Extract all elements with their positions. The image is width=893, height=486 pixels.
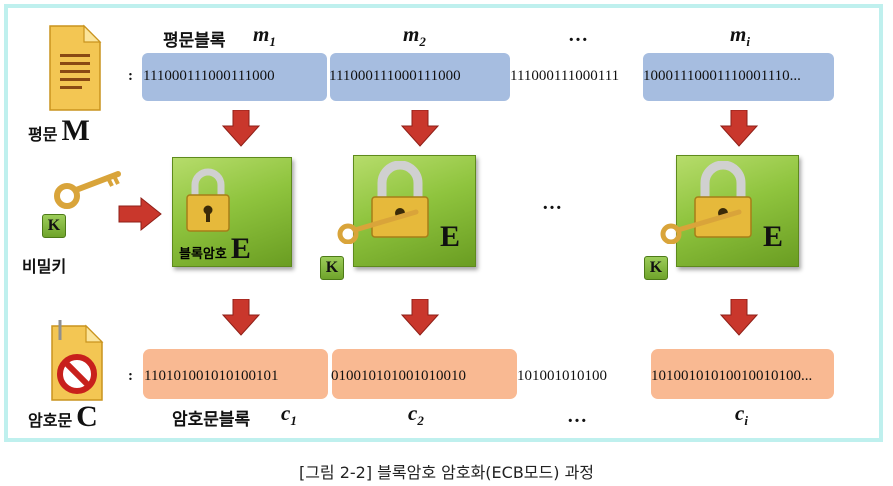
ciphertext-colon: : [128, 368, 133, 384]
plaintext-colon: : [128, 68, 133, 84]
m2-label: m2 [403, 22, 426, 50]
plaintext-block-label: 평문블록 [163, 31, 226, 51]
ciphertext-bits-1: 110101001010100101 [144, 368, 279, 384]
boxes-ellipsis: … [542, 192, 562, 214]
plaintext-header-ellipsis: … [568, 24, 588, 46]
plaintext-label: 평문 [28, 125, 58, 144]
key-in-lock-icon-2 [337, 209, 419, 244]
plaintext-letter: M [61, 114, 90, 147]
ciphertext-label-group: 암호문 C [28, 400, 98, 434]
plaintext-bits-2: 111000111000111000 [329, 68, 461, 84]
down-arrow-1 [221, 110, 261, 147]
block-cipher-label: 블록암호 [179, 247, 227, 262]
plaintext-bits-3: 111000111000111 [510, 68, 620, 84]
plaintext-block-2 [330, 53, 510, 101]
ciphertext-bits-2: 010010101001010010 [331, 368, 466, 384]
plaintext-bits-1: 111000111000111000 [143, 68, 275, 84]
m1-label: m1 [253, 22, 276, 50]
secret-key-badge: K [42, 214, 66, 238]
key-badge-2: K [320, 256, 344, 280]
ciphertext-block-i [651, 349, 834, 399]
down-arrow-c1 [221, 299, 261, 336]
down-arrow-i [719, 110, 759, 147]
ciphertext-block-label: 암호문블록 [172, 410, 251, 430]
ciphertext-label: 암호문 [28, 411, 73, 430]
plaintext-document-icon [49, 24, 102, 111]
cipher-E-1: E [230, 232, 251, 265]
c2-label: c2 [408, 401, 424, 429]
down-arrow-c2 [400, 299, 440, 336]
key-badge-i: K [644, 256, 668, 280]
figure-caption: [그림 2-2] 블록암호 암호화(ECB모드) 과정 [298, 463, 595, 482]
ciphertext-block-1 [143, 349, 328, 399]
cipher-E-2: E [440, 220, 461, 253]
key-to-cipher-arrow [118, 196, 162, 232]
ciphertext-bits-4: 10100101010010010100... [651, 368, 813, 384]
plaintext-block-i [643, 53, 834, 101]
ciphertext-footer-ellipsis: … [567, 405, 587, 427]
key-in-lock-icon-i [660, 209, 742, 244]
down-arrow-2 [400, 110, 440, 147]
plaintext-bits-4: 10001110001110001110... [643, 68, 801, 84]
plaintext-block-1 [142, 53, 327, 101]
cipher-E-i: E [763, 220, 784, 253]
ciphertext-block-2 [332, 349, 517, 399]
ciphertext-document-icon [51, 320, 104, 401]
block-cipher-label-group: 블록암호 E [179, 232, 251, 266]
plaintext-label-group: 평문 M [28, 114, 90, 148]
ciphertext-bits-3: 101001010100 [517, 368, 607, 384]
mi-label: mi [730, 22, 750, 50]
secret-key-label: 비밀키 [22, 257, 67, 276]
padlock-icon-1 [186, 168, 230, 232]
key-icon [54, 171, 121, 209]
c1-label: c1 [281, 401, 297, 429]
down-arrow-ci [719, 299, 759, 336]
ci-label: ci [735, 401, 748, 429]
ciphertext-letter: C [76, 400, 98, 433]
